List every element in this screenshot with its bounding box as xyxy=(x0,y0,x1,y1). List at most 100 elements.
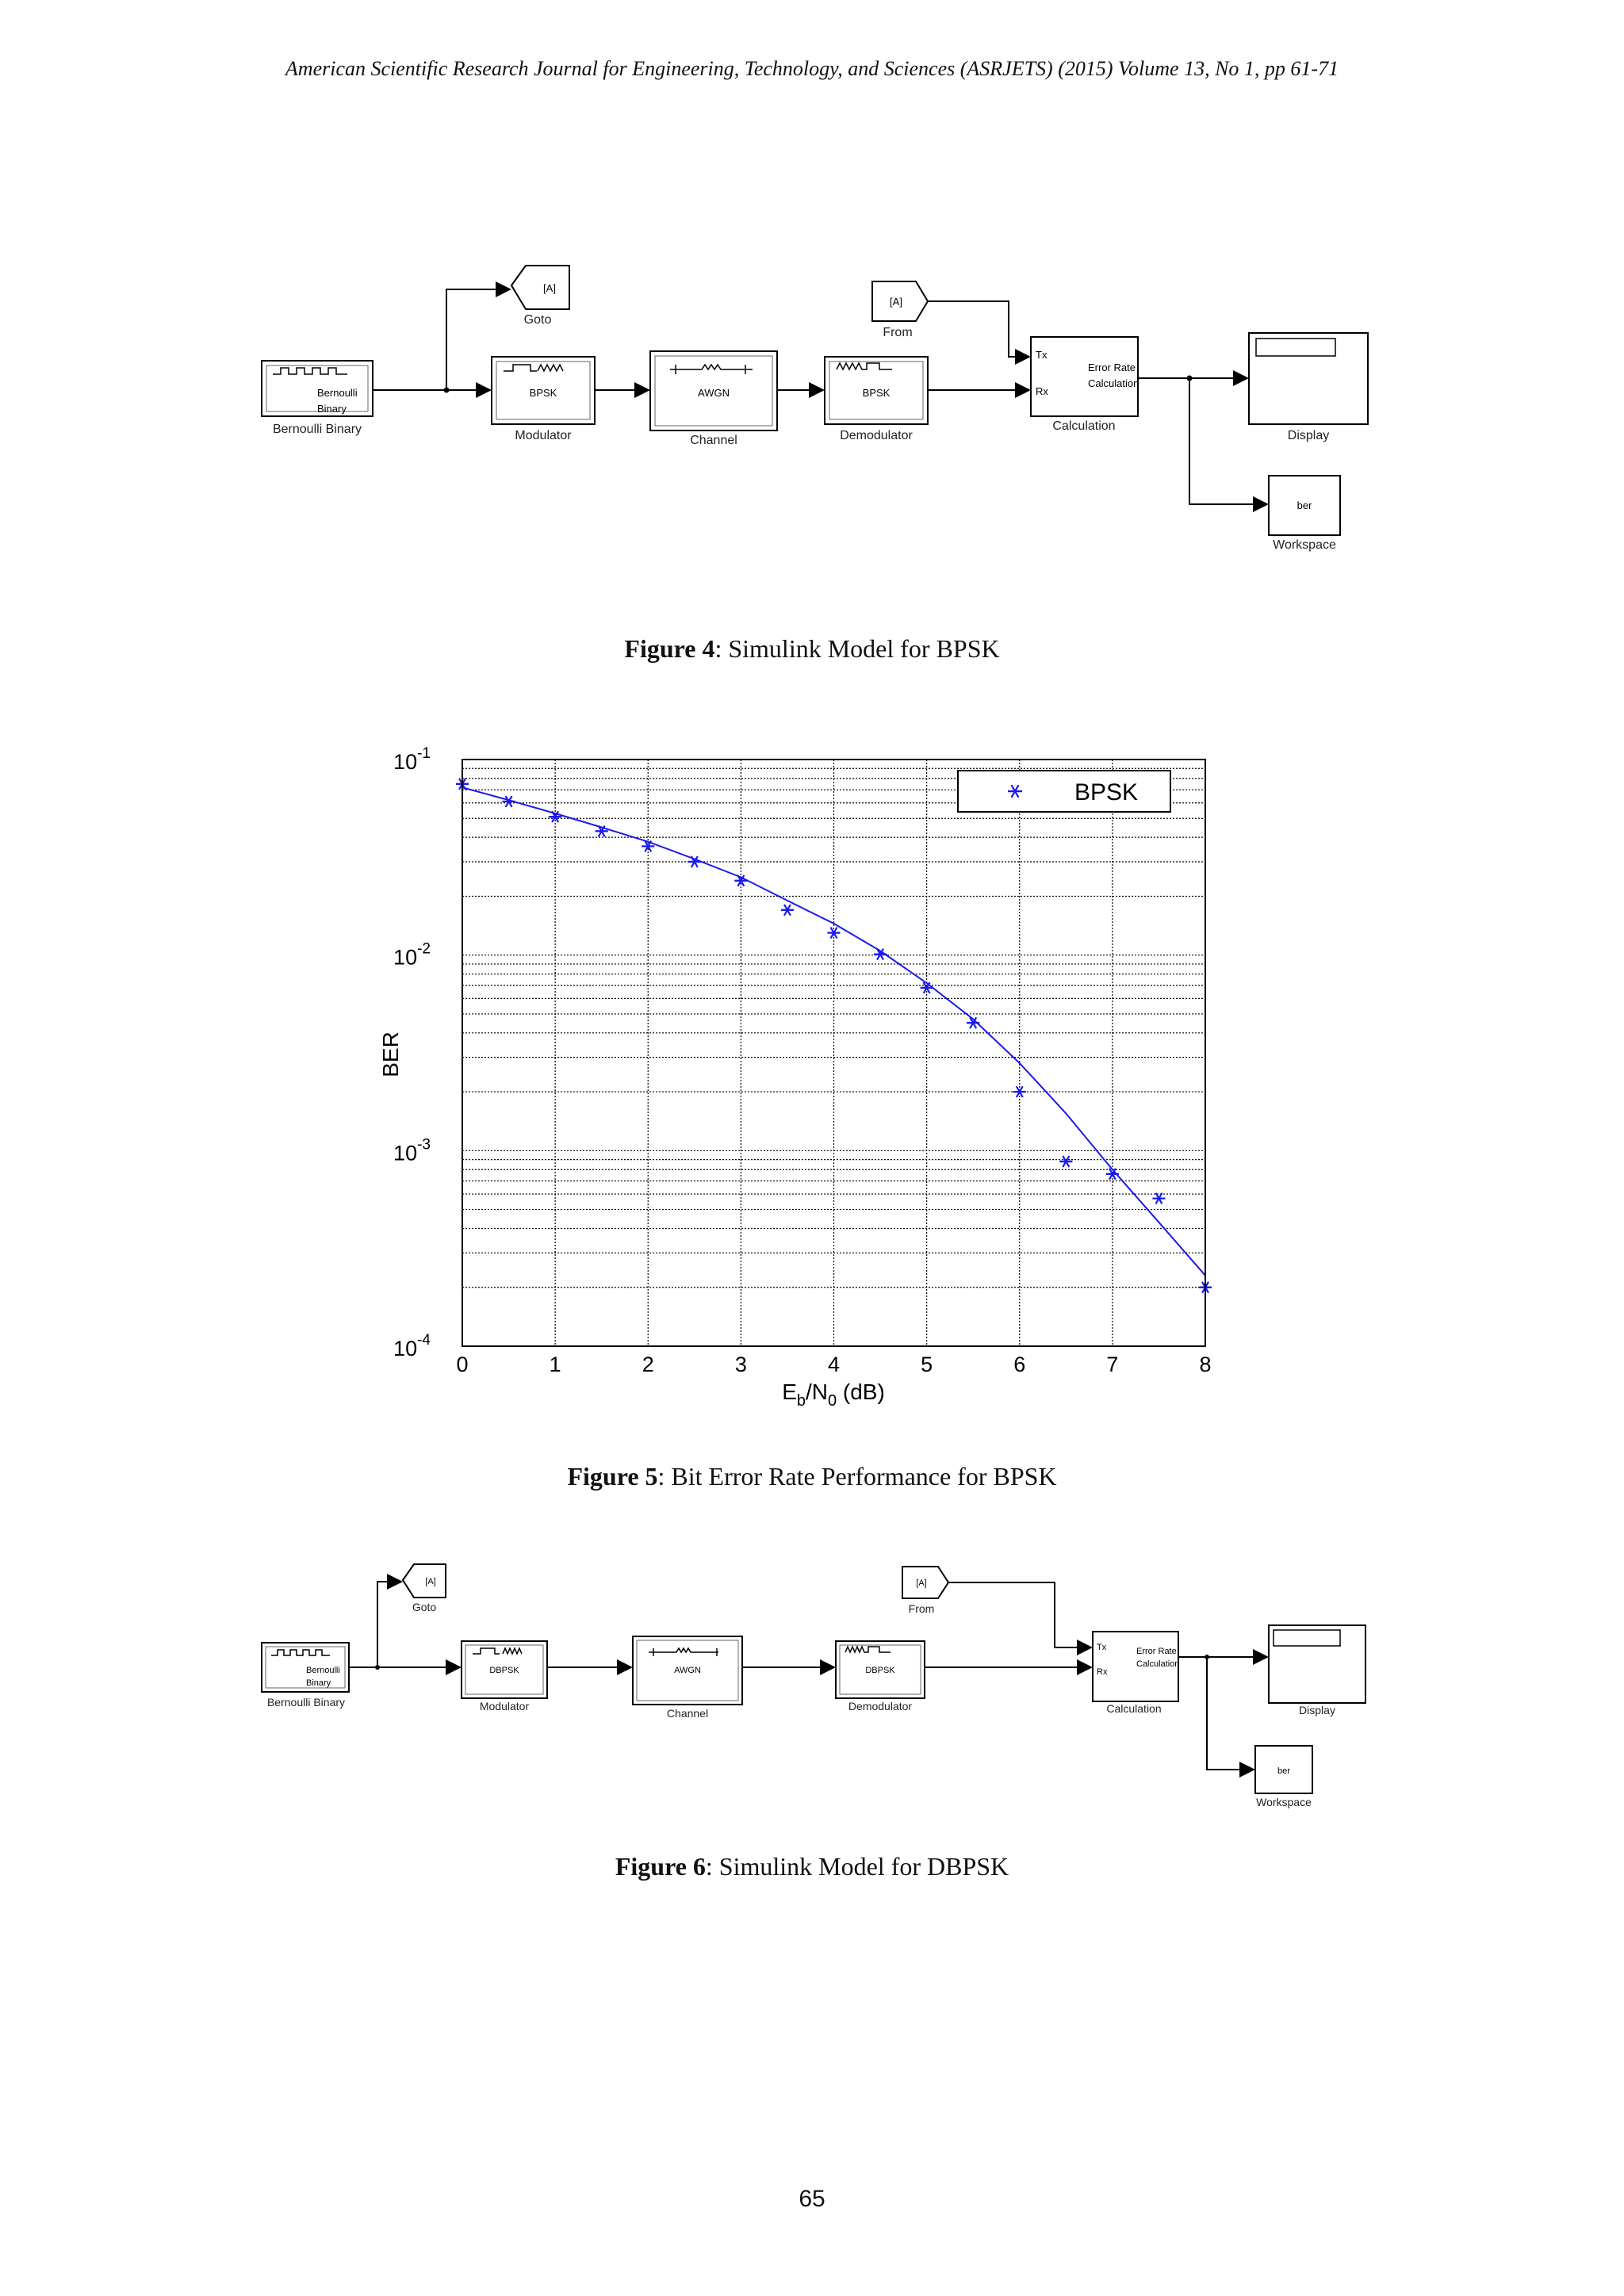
error-line2: Calculation xyxy=(1088,377,1139,389)
data-point xyxy=(1013,1085,1026,1098)
data-point xyxy=(1105,1168,1119,1181)
legend-star xyxy=(1008,784,1022,798)
demodulator-label: Demodulator xyxy=(848,1700,912,1712)
figure6-caption-label: Figure 6 xyxy=(615,1852,706,1881)
data-point xyxy=(642,840,655,852)
plot-frame xyxy=(462,759,1206,1347)
x-tick-label: 2 xyxy=(642,1353,654,1376)
x-tick-label: 3 xyxy=(735,1353,747,1376)
workspace-label: Workspace xyxy=(1273,538,1336,552)
goto-label: Goto xyxy=(412,1601,437,1613)
display-block[interactable] xyxy=(1248,332,1369,425)
x-axis-label: Eb/N0 (dB) xyxy=(782,1380,885,1410)
demodulator-label: Demodulator xyxy=(840,429,913,442)
y-tick-base: 10 xyxy=(393,1337,417,1360)
modulator-text: BPSK xyxy=(530,387,557,399)
figure4-diagram: Bernoulli Binary BPSK AWGN BPSK Tx Rx Er… xyxy=(261,265,1369,552)
modulator-block[interactable] xyxy=(491,356,596,425)
error-line1: Error Rate xyxy=(1136,1647,1177,1656)
data-point xyxy=(827,927,841,939)
figure5-caption: Figure 5: Bit Error Rate Performance for… xyxy=(0,1462,1624,1491)
channel-text: AWGN xyxy=(698,387,730,399)
data-point xyxy=(1152,1192,1166,1205)
error-line2: Calculation xyxy=(1136,1659,1179,1669)
y-axis-label: BER xyxy=(378,1031,403,1077)
page-number: 65 xyxy=(799,2186,825,2212)
channel-label: Channel xyxy=(690,434,737,447)
goto-label: Goto xyxy=(524,313,552,327)
y-tick-base: 10 xyxy=(393,1141,417,1165)
modulator-text: DBPSK xyxy=(489,1666,519,1675)
workspace-label: Workspace xyxy=(1256,1796,1312,1808)
modulator-label: Modulator xyxy=(515,429,572,442)
y-tick-label: 10-2 xyxy=(393,941,431,970)
y-tick-label: 10-3 xyxy=(393,1136,431,1165)
figure4-caption: Figure 4: Simulink Model for BPSK xyxy=(0,634,1624,664)
source-label: Bernoulli Binary xyxy=(267,1696,345,1709)
data-point xyxy=(780,904,794,916)
x-tick-label: 4 xyxy=(828,1353,840,1376)
data-point xyxy=(734,874,748,887)
chart-legend: BPSK xyxy=(957,770,1171,813)
error-rate-block[interactable] xyxy=(1092,1631,1179,1702)
goto-block[interactable] xyxy=(510,265,570,310)
y-tick-exponent: -2 xyxy=(417,941,431,958)
from-tag: [A] xyxy=(916,1578,926,1588)
x-axis-label-b: b xyxy=(797,1392,806,1410)
journal-header: American Scientific Research Journal for… xyxy=(285,57,1339,80)
x-tick-label: 6 xyxy=(1013,1353,1025,1376)
display-label: Display xyxy=(1299,1704,1335,1716)
figure6-caption: Figure 6: Simulink Model for DBPSK xyxy=(0,1852,1624,1881)
x-axis-label-slash: /N xyxy=(806,1380,828,1404)
workspace-text: ber xyxy=(1277,1766,1290,1776)
figure5-caption-text: : Bit Error Rate Performance for BPSK xyxy=(657,1462,1057,1490)
legend-marker-bpsk xyxy=(1008,784,1022,798)
y-tick-exponent: -4 xyxy=(417,1332,431,1349)
figure6-caption-text: : Simulink Model for DBPSK xyxy=(705,1852,1009,1881)
data-point xyxy=(967,1016,980,1029)
source-line2: Binary xyxy=(306,1678,331,1688)
from-block[interactable] xyxy=(902,1566,950,1599)
error-line1: Error Rate xyxy=(1088,362,1136,373)
data-point xyxy=(874,948,887,961)
data-point xyxy=(920,982,933,994)
figure4-caption-text: : Simulink Model for BPSK xyxy=(714,634,1000,663)
error-rx-label: Rx xyxy=(1097,1667,1108,1677)
source-line1: Bernoulli xyxy=(306,1666,340,1675)
from-label: From xyxy=(909,1602,935,1615)
x-tick-label: 1 xyxy=(550,1353,561,1376)
demodulator-block[interactable] xyxy=(824,356,929,425)
channel-label: Channel xyxy=(667,1707,708,1720)
legend-label-bpsk: BPSK xyxy=(1074,779,1138,806)
awgn-channel-block[interactable] xyxy=(649,350,778,431)
from-tag: [A] xyxy=(890,296,902,308)
error-label: Calculation xyxy=(1052,419,1115,433)
data-point xyxy=(502,795,515,808)
demodulator-text: DBPSK xyxy=(865,1666,895,1675)
error-label: Calculation xyxy=(1106,1702,1161,1715)
x-axis-label-0: 0 xyxy=(828,1392,837,1410)
demodulator-text: BPSK xyxy=(863,387,891,399)
from-block[interactable] xyxy=(871,281,929,322)
data-point xyxy=(595,825,608,837)
error-rate-block[interactable] xyxy=(1030,336,1139,417)
bernoulli-source-block[interactable] xyxy=(261,1642,350,1693)
source-label: Bernoulli Binary xyxy=(273,423,362,436)
modulator-label: Modulator xyxy=(480,1700,530,1712)
workspace-block[interactable] xyxy=(1268,475,1341,536)
x-axis-label-unit: (dB) xyxy=(837,1380,885,1404)
goto-tag: [A] xyxy=(425,1577,435,1586)
goto-block[interactable] xyxy=(401,1563,446,1598)
x-tick-label: 8 xyxy=(1199,1353,1211,1376)
awgn-channel-block[interactable] xyxy=(632,1636,743,1705)
y-tick-exponent: -3 xyxy=(417,1136,431,1153)
x-tick-label: 0 xyxy=(456,1353,468,1376)
ber-fit-curve xyxy=(462,786,1206,1276)
x-tick-label: 5 xyxy=(921,1353,933,1376)
display-block[interactable] xyxy=(1268,1624,1366,1704)
data-point xyxy=(549,810,562,823)
figure4-caption-label: Figure 4 xyxy=(624,634,715,663)
workspace-block[interactable] xyxy=(1254,1745,1313,1794)
y-tick-label: 10-4 xyxy=(393,1332,431,1360)
